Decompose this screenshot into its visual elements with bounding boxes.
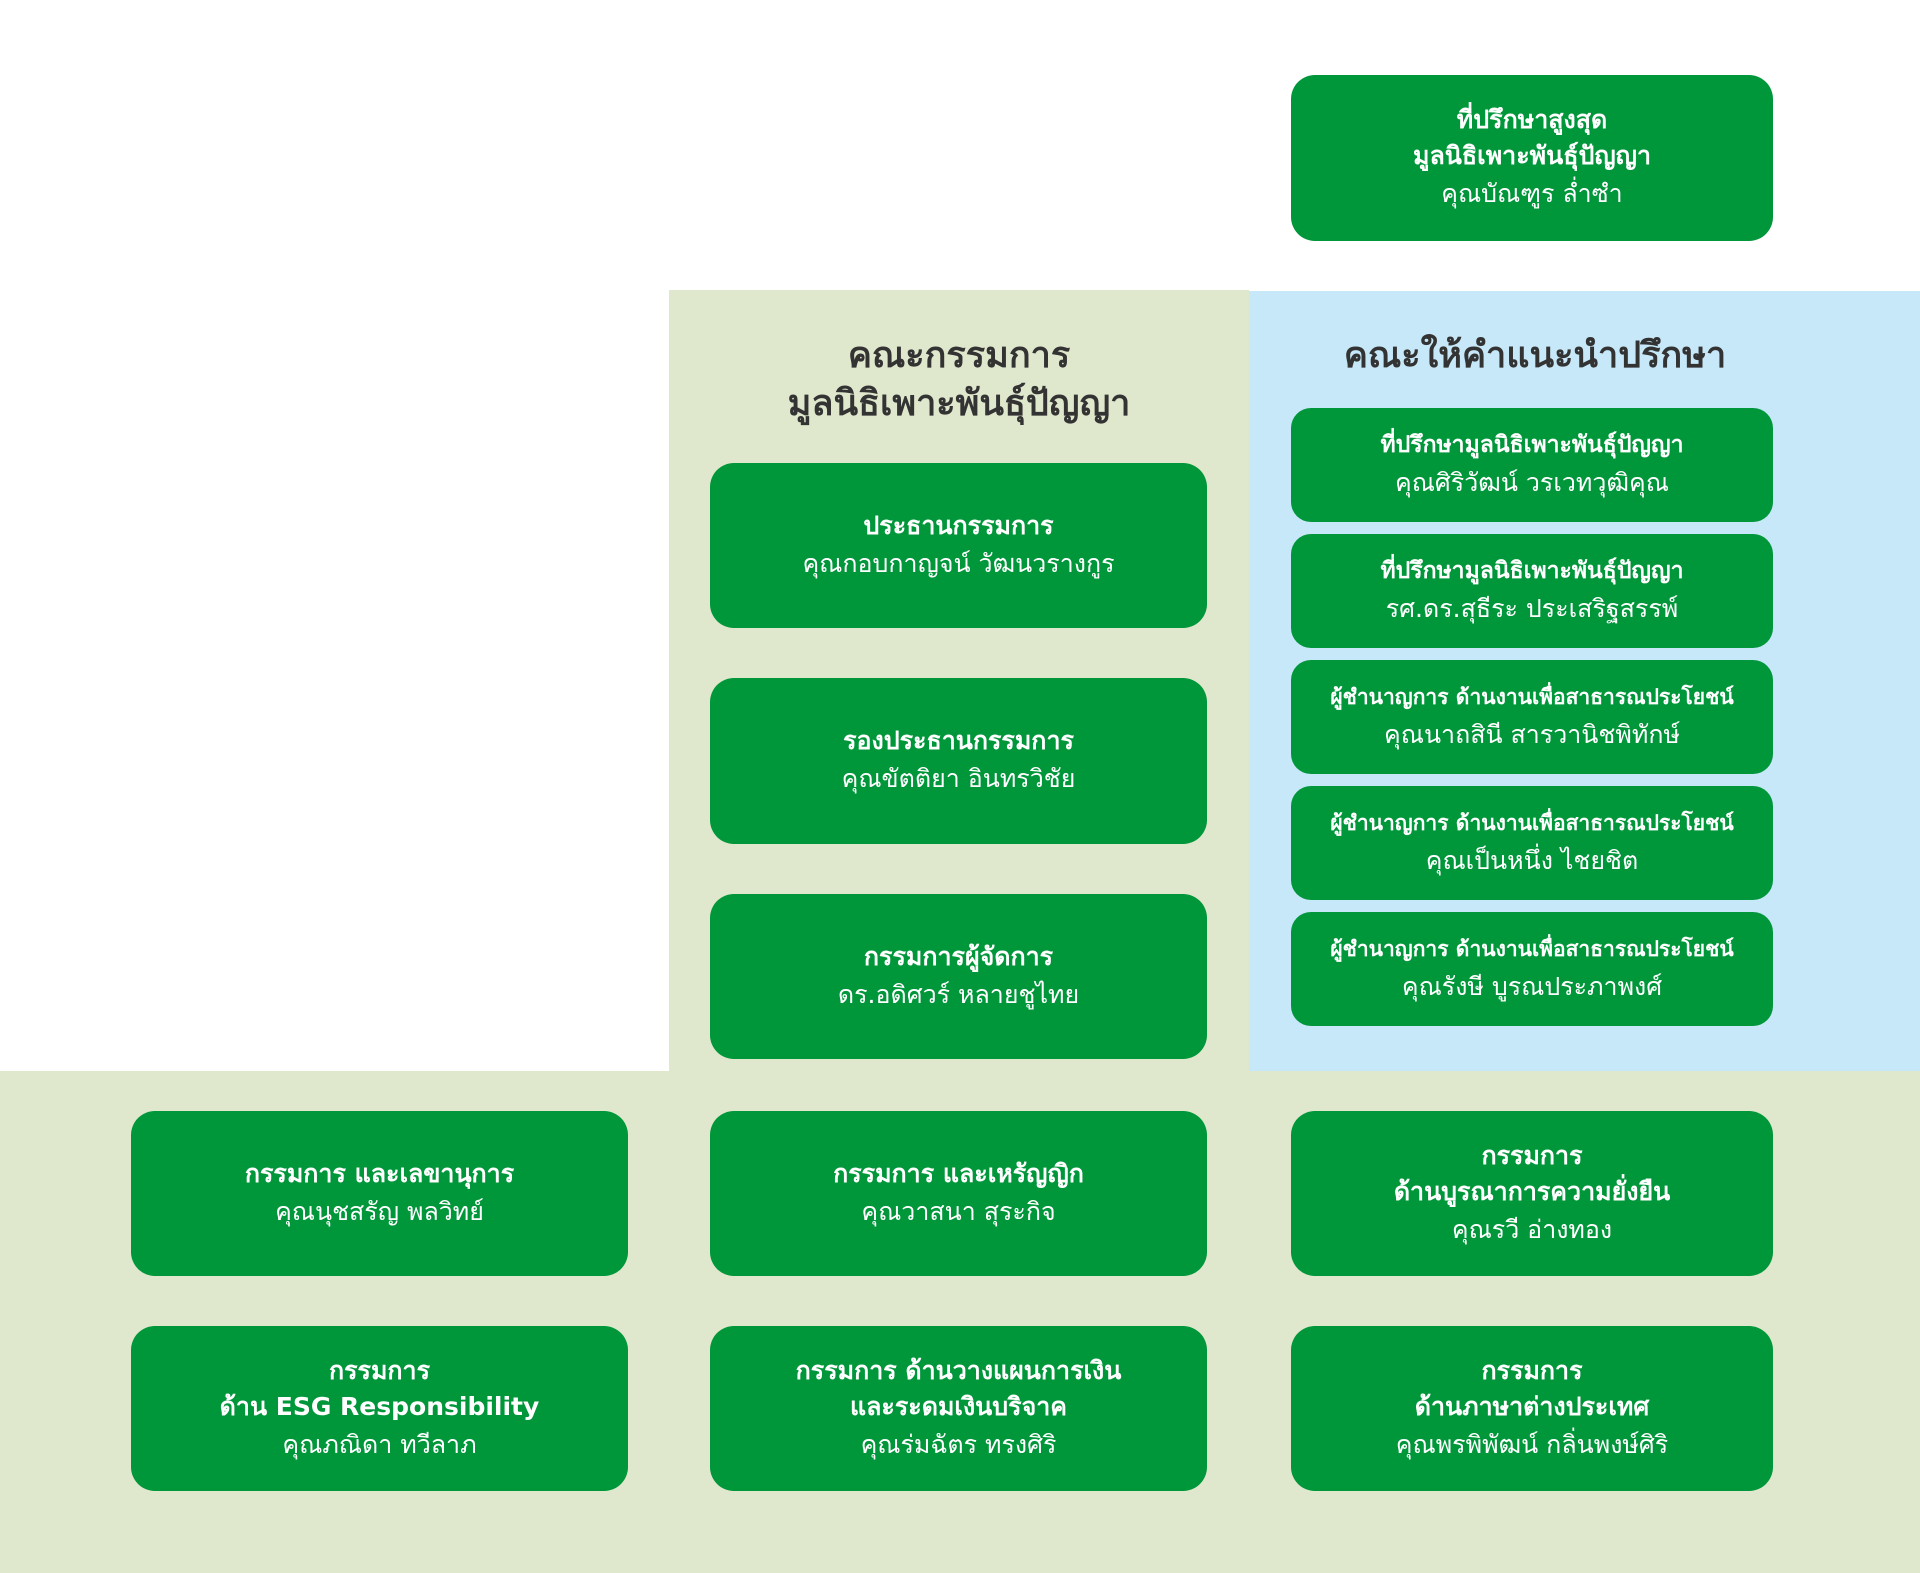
member-title: และระดมเงินบริจาค xyxy=(850,1391,1067,1421)
top-advisor-title: ที่ปรึกษาสูงสุด xyxy=(1456,105,1608,134)
member-name: คุณร่มฉัตร ทรงศิริ xyxy=(860,1429,1057,1459)
member-title: กรรมการ และเหรัญญิก xyxy=(833,1158,1084,1188)
member-title: กรรมการ xyxy=(328,1355,431,1385)
board-member-box: กรรมการผู้จัดการ ดร.อดิศวร์ หลายชูไทย xyxy=(710,894,1207,1059)
advisory-member-box: ผู้ชำนาญการ ด้านงานเพื่อสาธารณประโยชน์ ค… xyxy=(1291,660,1773,774)
member-title: ผู้ชำนาญการ ด้านงานเพื่อสาธารณประโยชน์ xyxy=(1330,685,1734,709)
director-box: กรรมการ ด้านภาษาต่างประเทศ คุณพรพิพัฒน์ … xyxy=(1291,1326,1773,1491)
advisory-member-box: ที่ปรึกษามูลนิธิเพาะพันธุ์ปัญญา คุณศิริว… xyxy=(1291,408,1773,522)
member-name: ดร.อดิศวร์ หลายชูไทย xyxy=(837,979,1080,1009)
board-heading: คณะกรรมการ มูลนิธิเพาะพันธุ์ปัญญา xyxy=(669,332,1249,428)
director-box: กรรมการ ด้านบูรณาการความยั่งยืน คุณรวี อ… xyxy=(1291,1111,1773,1276)
board-member-box: ประธานกรรมการ คุณกอบกาญจน์ วัฒนวรางกูร xyxy=(710,463,1207,628)
member-title: ที่ปรึกษามูลนิธิเพาะพันธุ์ปัญญา xyxy=(1380,558,1684,584)
advisory-member-box: ผู้ชำนาญการ ด้านงานเพื่อสาธารณประโยชน์ ค… xyxy=(1291,912,1773,1026)
member-title: กรรมการ ด้านวางแผนการเงิน xyxy=(795,1355,1122,1385)
member-title: กรรมการ และเลขานุการ xyxy=(244,1158,515,1188)
member-name: รศ.ดร.สุธีระ ประเสริฐสรรพ์ xyxy=(1385,594,1679,623)
advisory-member-box: ที่ปรึกษามูลนิธิเพาะพันธุ์ปัญญา รศ.ดร.สุ… xyxy=(1291,534,1773,648)
member-title: กรรมการ xyxy=(1481,1355,1583,1385)
top-advisor-name: คุณบัณฑูร ล่ำซำ xyxy=(1441,179,1623,208)
board-member-box: รองประธานกรรมการ คุณขัตติยา อินทรวิชัย xyxy=(710,678,1207,844)
member-title: ผู้ชำนาญการ ด้านงานเพื่อสาธารณประโยชน์ xyxy=(1330,811,1734,835)
director-box: กรรมการ ด้าน ESG Responsibility คุณภณิดา… xyxy=(131,1326,628,1491)
member-title: ด้าน ESG Responsibility xyxy=(219,1391,540,1421)
member-title: กรรมการ xyxy=(1481,1140,1583,1170)
director-box: กรรมการ และเหรัญญิก คุณวาสนา สุระกิจ xyxy=(710,1111,1207,1276)
member-title: ที่ปรึกษามูลนิธิเพาะพันธุ์ปัญญา xyxy=(1380,432,1684,458)
member-name: คุณภณิดา ทวีลาภ xyxy=(282,1429,477,1459)
director-box: กรรมการ และเลขานุการ คุณนุชสรัญ พลวิทย์ xyxy=(131,1111,628,1276)
member-title: ด้านภาษาต่างประเทศ xyxy=(1414,1391,1650,1421)
member-name: คุณรังษี บูรณประภาพงศ์ xyxy=(1401,972,1663,1001)
member-name: คุณขัตติยา อินทรวิชัย xyxy=(841,764,1076,793)
member-title: ด้านบูรณาการความยั่งยืน xyxy=(1393,1176,1671,1206)
member-name: คุณศิริวัฒน์ วรเวทวุฒิคุณ xyxy=(1395,468,1669,497)
director-box: กรรมการ ด้านวางแผนการเงิน และระดมเงินบริ… xyxy=(710,1326,1207,1491)
board-heading-line: คณะกรรมการ xyxy=(847,335,1071,376)
member-name: คุณเป็นหนึ่ง ไชยชิต xyxy=(1425,846,1639,875)
top-advisor-title: มูลนิธิเพาะพันธุ์ปัญญา xyxy=(1413,141,1651,170)
member-title: รองประธานกรรมการ xyxy=(843,726,1074,755)
advisory-heading: คณะให้คำแนะนำปรึกษา xyxy=(1343,335,1727,376)
member-name: คุณพรพิพัฒน์ กลิ่นพงษ์ศิริ xyxy=(1395,1429,1669,1459)
member-title: ผู้ชำนาญการ ด้านงานเพื่อสาธารณประโยชน์ xyxy=(1330,937,1734,961)
member-title: กรรมการผู้จัดการ xyxy=(863,941,1054,971)
member-name: คุณรวี อ่างทอง xyxy=(1451,1214,1613,1244)
member-title: ประธานกรรมการ xyxy=(863,510,1054,540)
member-name: คุณนุชสรัญ พลวิทย์ xyxy=(275,1196,484,1226)
top-advisor-box: ที่ปรึกษาสูงสุด มูลนิธิเพาะพันธุ์ปัญญา ค… xyxy=(1291,75,1773,241)
advisory-member-box: ผู้ชำนาญการ ด้านงานเพื่อสาธารณประโยชน์ ค… xyxy=(1291,786,1773,900)
board-heading-line: มูลนิธิเพาะพันธุ์ปัญญา xyxy=(787,383,1131,424)
member-name: คุณวาสนา สุระกิจ xyxy=(861,1196,1056,1226)
member-name: คุณนาถสินี สารวานิชพิทักษ์ xyxy=(1384,720,1680,749)
member-name: คุณกอบกาญจน์ วัฒนวรางกูร xyxy=(802,548,1115,578)
